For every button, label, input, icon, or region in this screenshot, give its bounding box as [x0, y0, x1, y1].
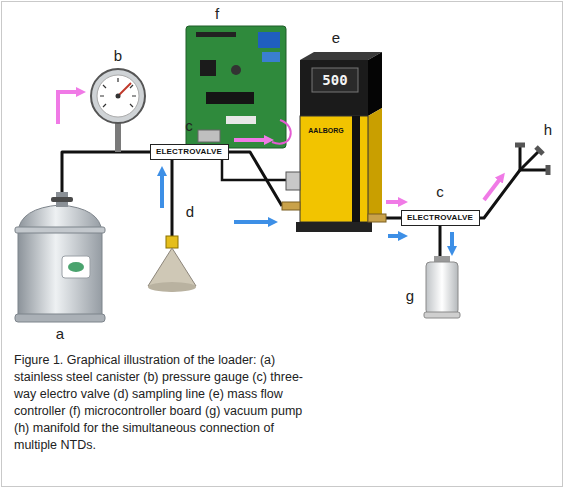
canister: [15, 192, 105, 322]
sampling-fitting: [166, 236, 178, 248]
manifold-cap: [546, 165, 551, 175]
gauge-ticks: [100, 78, 136, 107]
microcontroller-chip: [206, 92, 254, 104]
mfc-base: [296, 222, 372, 232]
inlet-fitting: [282, 202, 300, 210]
pressure-gauge: [91, 69, 145, 152]
callout-letter: h: [544, 121, 552, 138]
mfc-top: [300, 52, 382, 60]
gauge-needle: [118, 83, 131, 96]
canister-flow-arrow: [484, 179, 500, 200]
sampling-pipe: [171, 152, 174, 238]
pink-wire: [272, 120, 291, 144]
canister-flow-arrow: [58, 92, 78, 124]
pcb: [186, 26, 286, 148]
canister-flow-arrow: [386, 200, 400, 204]
sample-flow-arrow: [160, 174, 164, 208]
canister-sticker: [62, 256, 90, 278]
callout-letter: e: [332, 30, 340, 46]
callout-letter: d: [186, 204, 194, 220]
terminal-block: [262, 52, 280, 62]
callout-letter: a: [56, 326, 64, 342]
mass-flow-controller: [282, 52, 386, 232]
mfc-stripe: [352, 116, 360, 222]
component-row: [226, 116, 256, 124]
relay: [258, 32, 280, 48]
sampling-cone: [148, 248, 196, 291]
mfc-body: [300, 116, 368, 222]
canister-valve: [51, 197, 73, 202]
gauge-rim: [91, 69, 145, 123]
manifold-cap: [515, 143, 525, 148]
canister-ring: [15, 227, 105, 233]
callout-letter: f: [215, 6, 219, 22]
pump-body: [426, 262, 458, 314]
valve-name: ELECTROVALVE: [407, 214, 473, 222]
callout-letter: a: [56, 325, 64, 342]
figure-caption: Figure 1. Graphical illustration of the …: [14, 352, 314, 454]
sampling-cone-base: [148, 282, 196, 292]
manifold-branch: [520, 169, 548, 172]
callout-letter: c: [185, 117, 193, 134]
flow-arrows: [58, 92, 500, 248]
callout-letter: g: [406, 288, 414, 304]
sample-flow-arrow: [450, 232, 454, 248]
canister-logo: [68, 262, 84, 272]
sample-flow-arrow: [234, 220, 270, 224]
callout-letter: g: [406, 287, 414, 304]
callout-letter: c: [185, 118, 193, 134]
gauge-face: [97, 75, 139, 117]
callout-letter: e: [332, 29, 340, 46]
valve-box: ELECTROVALVE: [401, 210, 480, 226]
pin-header: [196, 32, 236, 37]
brand-mark: AALBORG: [308, 120, 343, 136]
sample-flow-arrow: [388, 234, 400, 238]
manifold-caps: [515, 145, 548, 175]
data-cable: [222, 148, 286, 180]
gauge-stem: [115, 122, 121, 152]
manifold-cap: [536, 147, 543, 154]
manifold-branch: [519, 144, 522, 170]
canister-base: [15, 314, 105, 322]
display-reading: 500: [322, 72, 347, 88]
mfc-body-side: [368, 108, 382, 222]
callout-letter: b: [114, 48, 122, 64]
valve-name: ELECTROVALVE: [156, 148, 222, 156]
callout-letter: d: [186, 203, 194, 220]
outlet-fitting: [368, 214, 386, 222]
callout-letter: c: [436, 184, 444, 200]
capacitor: [231, 65, 241, 75]
callout-letter: c: [436, 183, 444, 200]
mfc-connector: [286, 172, 300, 190]
callout-letter: b: [114, 47, 122, 64]
manifold-branch: [520, 150, 540, 170]
board-connector: [198, 130, 220, 142]
vacuum-pump: [424, 256, 460, 318]
gauge-hub: [116, 94, 121, 99]
mfc-head-side: [368, 52, 382, 116]
chip: [200, 60, 216, 76]
callout-letter: h: [544, 122, 552, 138]
mfc-display: [312, 68, 358, 92]
callout-letter: f: [215, 5, 219, 22]
canister-body: [18, 230, 102, 318]
pump-base: [424, 312, 460, 318]
sampling-line: [148, 236, 196, 292]
valve-box: ELECTROVALVE: [150, 144, 229, 160]
canister-flow-arrow: [234, 138, 266, 142]
mfc-head: [300, 60, 368, 116]
display-reading: 500: [322, 72, 347, 88]
brand-mark: AALBORG: [308, 127, 343, 134]
